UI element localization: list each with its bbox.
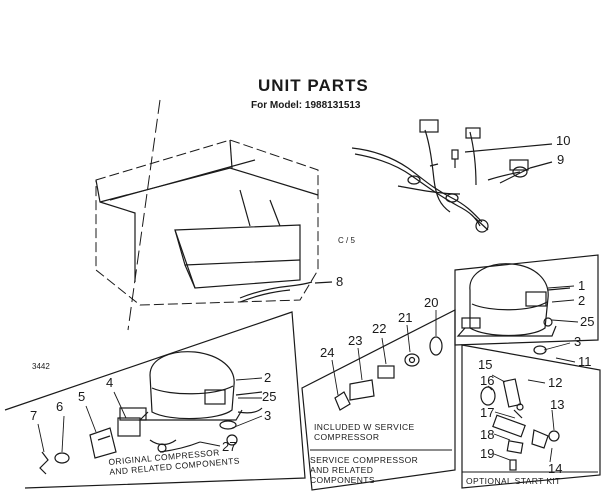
callout-2a: 2 (578, 293, 586, 308)
caption-included: INCLUDED W SERVICE COMPRESSOR (314, 422, 415, 442)
panel-service-compressor (301, 309, 456, 491)
unit-housing (95, 139, 319, 306)
callout-23: 23 (348, 333, 363, 348)
callout-13: 13 (550, 397, 565, 412)
callout-12: 12 (548, 375, 563, 390)
callout-2b: 2 (264, 370, 272, 385)
caption-service-line2: AND RELATED (310, 465, 374, 475)
caption-included-line2: COMPRESSOR (314, 432, 380, 442)
panel-start-kit (461, 344, 601, 489)
part-8-tube (239, 281, 333, 303)
caption-service: SERVICE COMPRESSOR AND RELATED COMPONENT… (310, 455, 418, 485)
callout-24: 24 (320, 345, 335, 360)
caption-service-line3: COMPONENTS (310, 475, 375, 485)
centerline (127, 99, 161, 331)
service-included-parts (334, 336, 443, 411)
original-compressor (119, 351, 263, 446)
page-title: UNIT PARTS (258, 76, 369, 95)
leader-lines (37, 285, 579, 463)
service-compressor (456, 263, 571, 355)
caption-service-line1: SERVICE COMPRESSOR (310, 455, 419, 465)
callout-22: 22 (372, 321, 387, 336)
callout-27: 27 (222, 439, 237, 454)
callout-9: 9 (557, 152, 565, 167)
part-10-screw (451, 143, 553, 168)
callout-14: 14 (548, 461, 563, 476)
caption-included-line1: INCLUDED W SERVICE (314, 422, 415, 432)
callout-8: 8 (336, 274, 344, 289)
callout-19: 19 (480, 446, 495, 461)
callout-5: 5 (78, 389, 86, 404)
callout-10: 10 (556, 133, 571, 148)
callout-6: 6 (56, 399, 64, 414)
callout-3a: 3 (574, 334, 582, 349)
panel-service-compressor-top (454, 254, 599, 346)
model-line: For Model: 1988131513 (251, 100, 361, 111)
diagram-code: 3442 (32, 362, 50, 371)
cs-mark: C / 5 (338, 236, 355, 245)
callout-4: 4 (106, 375, 114, 390)
panel-original-compressor (4, 311, 306, 489)
callout-25b: 25 (262, 389, 277, 404)
caption-start-kit: OPTIONAL START KIT (466, 476, 561, 486)
callout-7: 7 (30, 408, 38, 423)
callout-18: 18 (480, 427, 495, 442)
callout-1: 1 (578, 278, 586, 293)
callout-20: 20 (424, 295, 439, 310)
callout-17: 17 (480, 405, 495, 420)
start-kit-parts (480, 378, 560, 471)
callout-25a: 25 (580, 314, 595, 329)
callout-16: 16 (480, 373, 495, 388)
callout-21: 21 (398, 310, 413, 325)
callout-11: 11 (578, 354, 592, 369)
part-9-plug (487, 159, 553, 181)
original-start-parts (39, 417, 201, 475)
callout-15: 15 (478, 357, 493, 372)
callout-3b: 3 (264, 408, 272, 423)
